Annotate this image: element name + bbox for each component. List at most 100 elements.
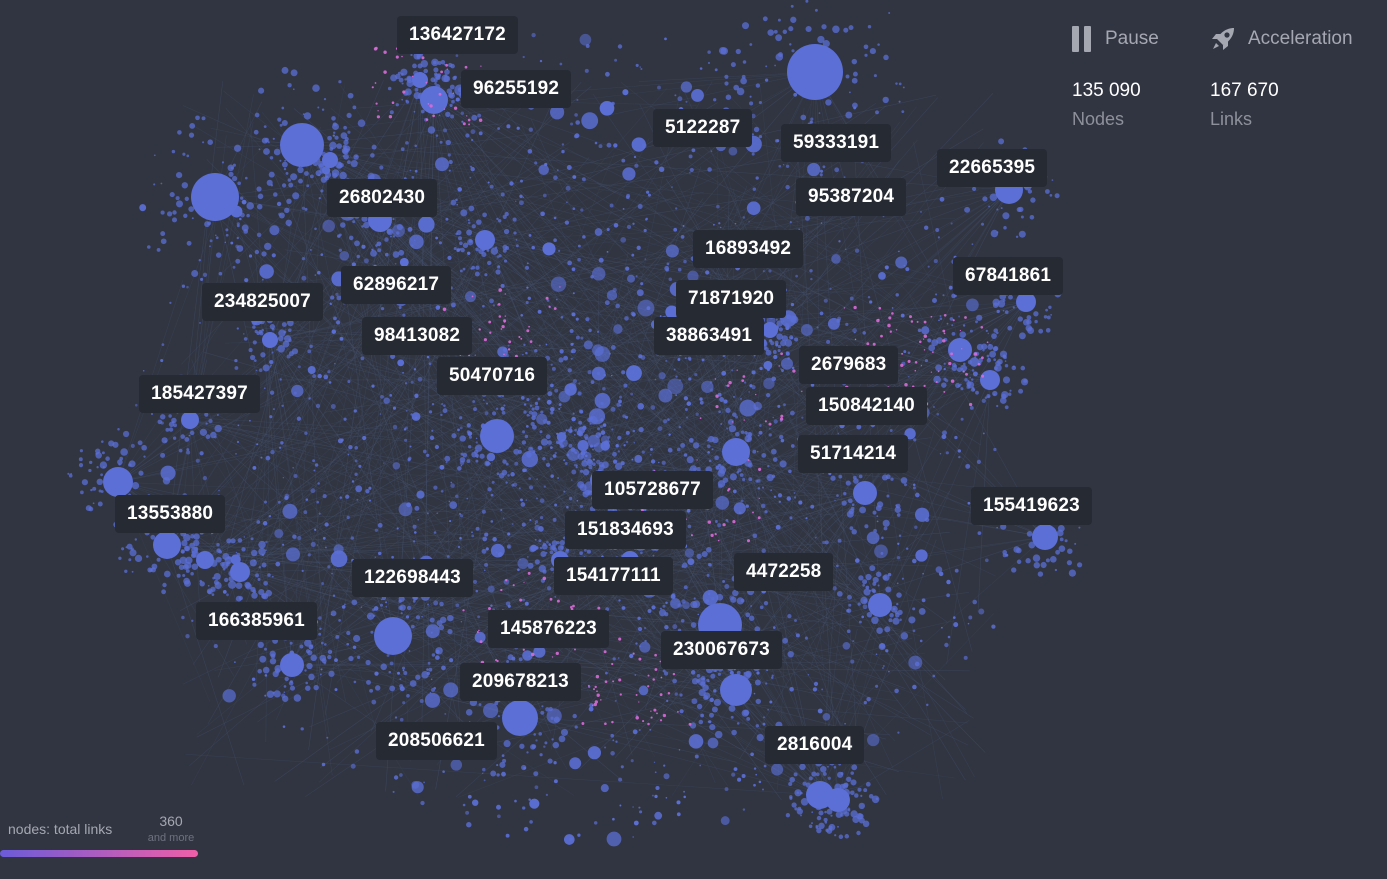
graph-node — [529, 518, 532, 522]
node-label[interactable]: 145876223 — [488, 610, 609, 648]
graph-node — [672, 624, 678, 630]
graph-node — [625, 430, 630, 435]
node-label[interactable]: 16893492 — [693, 230, 804, 268]
graph-node — [571, 312, 576, 317]
graph-node — [845, 74, 850, 79]
node-label[interactable]: 155419623 — [971, 487, 1092, 525]
graph-node — [539, 430, 543, 434]
graph-node — [804, 215, 810, 221]
graph-node — [92, 502, 95, 505]
graph-node — [175, 196, 180, 201]
node-label[interactable]: 122698443 — [352, 559, 473, 597]
node-label[interactable]: 51714214 — [798, 435, 909, 473]
node-label[interactable]: 98413082 — [362, 317, 473, 355]
graph-node — [553, 779, 558, 784]
node-label[interactable]: 62896217 — [341, 266, 452, 304]
graph-link — [166, 544, 390, 554]
graph-link — [239, 157, 590, 573]
node-label[interactable]: 50470716 — [437, 357, 548, 395]
node-label[interactable]: 136427172 — [397, 16, 518, 54]
graph-node — [166, 211, 173, 217]
graph-node — [825, 828, 829, 832]
graph-link — [735, 451, 968, 714]
node-label[interactable]: 22665395 — [937, 149, 1048, 187]
node-label[interactable]: 95387204 — [796, 178, 907, 216]
graph-node — [475, 230, 495, 250]
graph-node — [702, 684, 709, 691]
node-label[interactable]: 67841861 — [953, 257, 1064, 295]
graph-node — [319, 673, 322, 676]
node-label[interactable]: 2679683 — [799, 346, 899, 384]
node-label[interactable]: 13553880 — [115, 495, 226, 533]
graph-node — [836, 590, 843, 597]
graph-node — [967, 379, 970, 382]
graph-node — [539, 498, 545, 504]
graph-node — [292, 534, 297, 539]
graph-node — [335, 320, 341, 325]
graph-node — [967, 360, 973, 365]
node-label[interactable]: 96255192 — [461, 70, 572, 108]
graph-node — [585, 317, 590, 322]
graph-node — [939, 452, 942, 455]
node-label[interactable]: 209678213 — [460, 663, 581, 701]
graph-node — [556, 599, 560, 603]
node-label[interactable]: 150842140 — [806, 387, 927, 425]
node-label[interactable]: 151834693 — [565, 511, 686, 549]
graph-node — [758, 134, 763, 139]
node-label[interactable]: 4472258 — [734, 553, 834, 591]
graph-node — [737, 777, 742, 782]
node-label[interactable]: 2816004 — [765, 726, 865, 764]
graph-node — [455, 198, 458, 202]
graph-node — [523, 826, 529, 832]
graph-node — [792, 369, 796, 373]
graph-node — [699, 400, 704, 405]
node-label[interactable]: 234825007 — [202, 283, 323, 321]
graph-node — [757, 516, 761, 520]
node-label[interactable]: 230067673 — [661, 631, 782, 669]
graph-node — [1004, 405, 1009, 410]
graph-node — [854, 338, 857, 341]
graph-node — [533, 733, 536, 736]
graph-node — [875, 571, 882, 578]
graph-node — [680, 442, 686, 448]
graph-node — [481, 251, 487, 257]
graph-node — [460, 464, 463, 467]
node-label[interactable]: 26802430 — [327, 179, 438, 217]
pause-button[interactable]: Pause — [1072, 24, 1159, 54]
node-label[interactable]: 59333191 — [781, 124, 892, 162]
graph-node — [1044, 189, 1050, 194]
node-label[interactable]: 154177111 — [554, 557, 673, 595]
graph-node — [412, 63, 417, 69]
node-label[interactable]: 5122287 — [653, 109, 753, 147]
acceleration-button[interactable]: Acceleration — [1208, 24, 1353, 54]
graph-node — [240, 196, 244, 200]
graph-node — [921, 326, 930, 335]
graph-node — [647, 193, 651, 197]
graph-link — [347, 362, 737, 453]
node-label[interactable]: 166385961 — [196, 602, 317, 640]
graph-node — [848, 603, 852, 607]
graph-node — [402, 371, 405, 374]
graph-node — [480, 65, 482, 67]
graph-node — [574, 725, 578, 729]
graph-node — [683, 453, 688, 457]
graph-node — [816, 827, 822, 834]
graph-node — [632, 652, 635, 655]
node-label[interactable]: 71871920 — [676, 280, 787, 318]
graph-node — [811, 822, 813, 825]
graph-node — [604, 300, 610, 306]
graph-node — [468, 445, 472, 449]
node-label[interactable]: 208506621 — [376, 722, 497, 760]
graph-node — [427, 661, 431, 665]
node-label[interactable]: 185427397 — [139, 375, 260, 413]
graph-node — [380, 603, 383, 607]
node-label[interactable]: 105728677 — [592, 471, 713, 509]
graph-node — [707, 61, 711, 65]
graph-node — [905, 547, 909, 550]
graph-node — [587, 746, 602, 760]
node-label[interactable]: 38863491 — [654, 317, 765, 355]
graph-node — [699, 417, 702, 419]
graph-node — [322, 494, 327, 499]
graph-node — [882, 574, 890, 581]
